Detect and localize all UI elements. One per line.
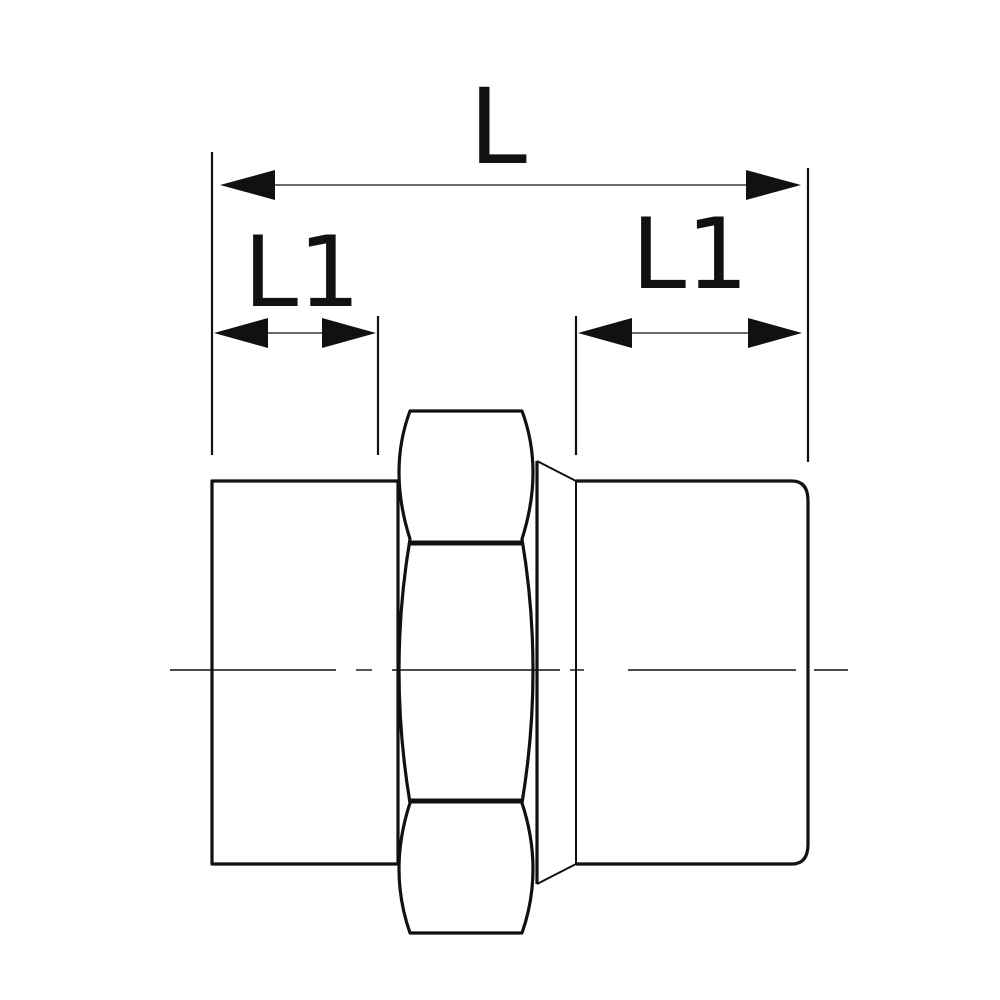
dimension-overall: L — [220, 66, 801, 200]
collar-taper-top — [536, 460, 577, 482]
right-end-body — [576, 479, 810, 866]
fitting-body — [210, 409, 810, 935]
arrowhead-right-end-left — [578, 318, 632, 348]
dimension-label-overall: L — [469, 66, 527, 188]
dimension-label-left-end: L1 — [244, 216, 361, 330]
left-end-body — [210, 479, 400, 866]
dimension-right-end: L1 — [578, 198, 802, 348]
dimension-left-end: L1 — [214, 216, 376, 348]
extension-lines — [210, 152, 810, 462]
arrowhead-right-end-right — [748, 318, 802, 348]
arrowhead-left-end-left — [214, 318, 268, 348]
arrowhead-left-end-right — [322, 318, 376, 348]
hex-nut-outline — [397, 409, 535, 935]
arrowhead-overall-right — [746, 170, 801, 200]
dimension-label-right-end: L1 — [632, 198, 749, 312]
collar-taper-bottom — [536, 863, 577, 885]
arrowhead-overall-left — [220, 170, 275, 200]
